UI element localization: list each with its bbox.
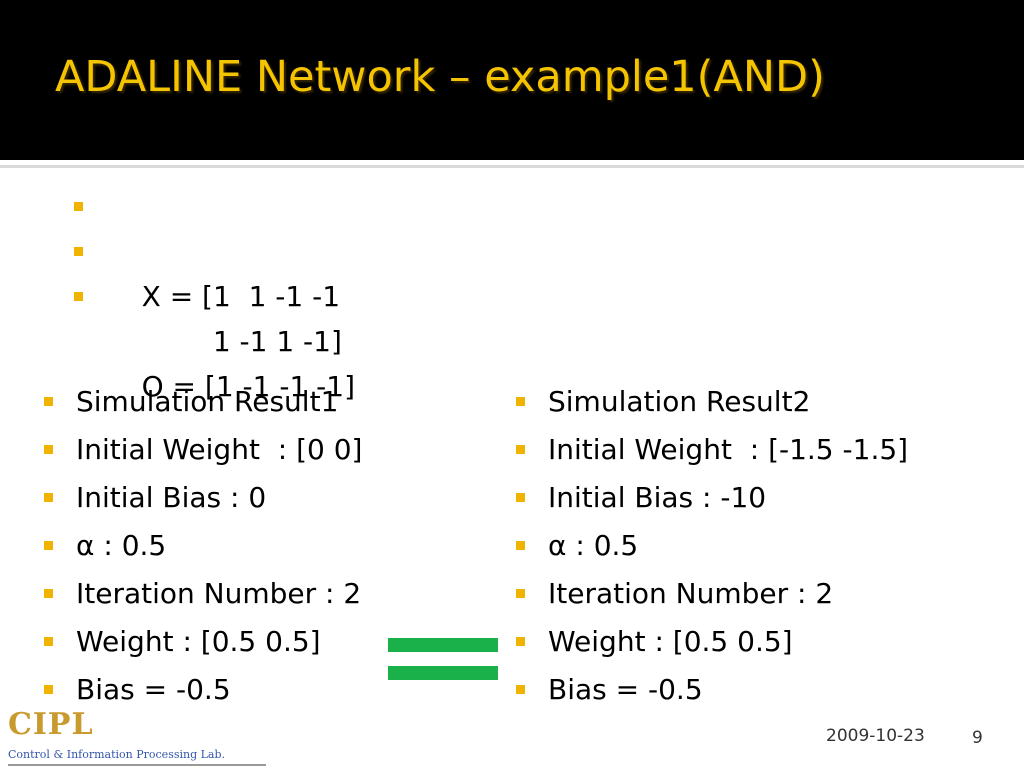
bullet-text: Initial Weight : [0 0]: [76, 433, 363, 466]
bullet-text: Simulation Result2: [548, 385, 811, 418]
bullet-text: Initial Bias : -10: [548, 481, 767, 514]
equals-bar-top: [388, 638, 498, 652]
list-item: Initial Weight : [-1.5 -1.5]: [516, 426, 908, 474]
list-item: Bias = -0.5: [44, 666, 362, 714]
list-item: α : 0.5: [516, 522, 908, 570]
bullet-square-icon: [44, 685, 53, 694]
bullet-square-icon: [516, 445, 525, 454]
bullet-text: α : 0.5: [76, 529, 167, 562]
bullet-square-icon: [44, 397, 53, 406]
slide-title: ADALINE Network – example1(AND): [55, 52, 825, 102]
bullet-square-icon: [516, 637, 525, 646]
list-item: Weight : [0.5 0.5]: [44, 618, 362, 666]
bullet-text: Simulation Result1: [76, 385, 339, 418]
logo-subtitle: Control & Information Processing Lab.: [8, 748, 226, 761]
list-item: Bias = -0.5: [516, 666, 908, 714]
simulation-result2-list: Simulation Result2 Initial Weight : [-1.…: [516, 378, 908, 714]
bullet-text: Initial Bias : 0: [76, 481, 267, 514]
bullet-text: Weight : [0.5 0.5]: [548, 625, 793, 658]
bullet-text: 1 -1 1 -1]: [141, 325, 342, 358]
input-line-x: X = [1 1 -1 -1: [74, 184, 355, 313]
bullet-square-icon: [516, 541, 525, 550]
bullet-square-icon: [516, 493, 525, 502]
input-line-x-continued: 1 -1 1 -1]: [74, 229, 355, 358]
list-item: Initial Weight : [0 0]: [44, 426, 362, 474]
slide-date: 2009-10-23: [826, 726, 925, 746]
bullet-text: Initial Weight : [-1.5 -1.5]: [548, 433, 909, 466]
bullet-text: X = [1 1 -1 -1: [141, 280, 341, 313]
title-divider: [0, 165, 1024, 168]
bullet-text: Weight : [0.5 0.5]: [76, 625, 321, 658]
bullet-square-icon: [44, 541, 53, 550]
simulation-result1-list: Simulation Result1 Initial Weight : [0 0…: [44, 378, 362, 714]
bullet-square-icon: [44, 445, 53, 454]
bullet-square-icon: [44, 589, 53, 598]
list-item: Simulation Result1: [44, 378, 362, 426]
list-item: α : 0.5: [44, 522, 362, 570]
list-item: Initial Bias : 0: [44, 474, 362, 522]
bullet-square-icon: [516, 589, 525, 598]
bullet-text: O = [1 -1 -1 -1]: [141, 370, 356, 403]
list-item: Initial Bias : -10: [516, 474, 908, 522]
logo-wordmark: CIPL: [8, 707, 94, 742]
equals-sign-icon: [388, 638, 498, 682]
cipl-logo: CIPL Control & Information Processing La…: [8, 710, 266, 768]
page-number: 9: [972, 728, 983, 748]
list-item: Iteration Number : 2: [44, 570, 362, 618]
bullet-square-icon: [44, 637, 53, 646]
bullet-square-icon: [516, 685, 525, 694]
title-bar: ADALINE Network – example1(AND): [0, 0, 1024, 160]
bullet-square-icon: [516, 397, 525, 406]
list-item: Iteration Number : 2: [516, 570, 908, 618]
bullet-text: Bias = -0.5: [76, 673, 231, 706]
bullet-square-icon: [74, 292, 83, 301]
bullet-square-icon: [44, 493, 53, 502]
equals-bar-bottom: [388, 666, 498, 680]
bullet-text: Iteration Number : 2: [76, 577, 362, 610]
bullet-text: α : 0.5: [548, 529, 639, 562]
bullet-square-icon: [74, 247, 83, 256]
bullet-text: Bias = -0.5: [548, 673, 703, 706]
bullet-square-icon: [74, 202, 83, 211]
list-item: Weight : [0.5 0.5]: [516, 618, 908, 666]
list-item: Simulation Result2: [516, 378, 908, 426]
input-line-o: O = [1 -1 -1 -1]: [74, 274, 355, 403]
input-definitions: X = [1 1 -1 -1 1 -1 1 -1] O = [1 -1 -1 -…: [74, 184, 355, 403]
logo-divider: [8, 764, 266, 766]
bullet-text: Iteration Number : 2: [548, 577, 834, 610]
